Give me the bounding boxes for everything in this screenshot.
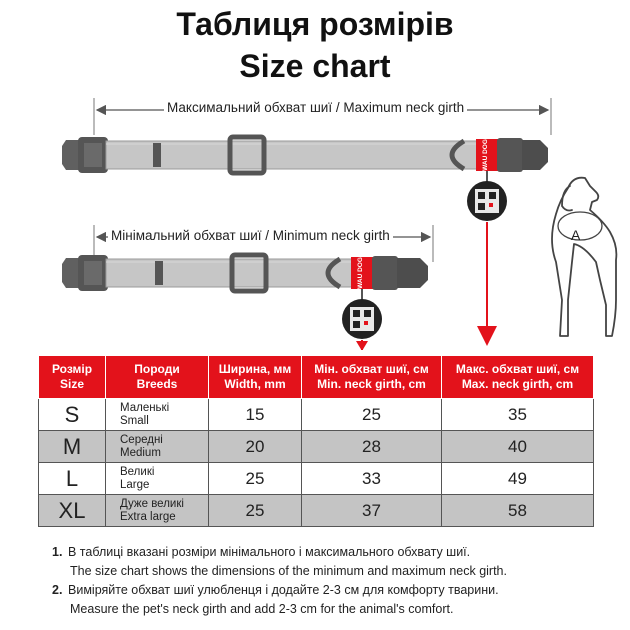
cell-width: 25 [208, 494, 302, 527]
collar-small [62, 252, 428, 339]
breed-en: Extra large [120, 510, 176, 523]
note-number: 1. [52, 545, 63, 559]
breed-ua: Маленькі [120, 401, 170, 414]
note-text-ua: В таблиці вказані розміри мінімального і… [68, 545, 471, 559]
note-text-en: Measure the pet's neck girth and add 2-3… [70, 602, 454, 616]
breed-ua: Дуже великі [120, 497, 184, 510]
note-item: 2. Виміряйте обхват шиї улюбленця і додай… [52, 581, 507, 600]
cell-max-girth: 49 [441, 462, 594, 495]
header-width: Ширина, мм Width, mm [208, 355, 302, 399]
cell-min-girth: 33 [301, 462, 442, 495]
tag-brand-small: WAU DOG [357, 257, 364, 289]
note-item: 1. В таблиці вказані розміри мінімального… [52, 543, 507, 562]
collar-large [62, 134, 548, 221]
title-english: Size chart [239, 48, 391, 84]
notes-list: 1. В таблиці вказані розміри мінімального… [52, 543, 507, 619]
cell-min-girth: 25 [301, 398, 442, 431]
header-breeds: Породи Breeds [105, 355, 209, 399]
tag-brand-large: WAU DOG [482, 139, 489, 171]
dog-silhouette [551, 176, 618, 337]
cell-width: 20 [208, 430, 302, 463]
cell-min-girth: 37 [301, 494, 442, 527]
cell-max-girth: 58 [441, 494, 594, 527]
cell-min-girth: 28 [301, 430, 442, 463]
cell-max-girth: 35 [441, 398, 594, 431]
cell-size: S [38, 398, 106, 431]
header-min-girth: Мін. обхват шиї, см Min. neck girth, cm [301, 355, 442, 399]
min-girth-label: Мінімальний обхват шиї / Minimum neck gi… [108, 228, 393, 243]
cell-width: 25 [208, 462, 302, 495]
size-table: Розмір Size Породи Breeds Ширина, мм Wid… [38, 355, 594, 527]
table-header-row: Розмір Size Породи Breeds Ширина, мм Wid… [38, 355, 594, 399]
cell-size: XL [38, 494, 106, 527]
cell-width: 15 [208, 398, 302, 431]
dog-label-a: A [571, 227, 581, 243]
breed-ua: Великі [120, 465, 155, 478]
title-ukrainian: Таблиця розмірів [176, 6, 454, 42]
header-size: Розмір Size [38, 355, 106, 399]
header-max-girth: Макс. обхват шиї, см Max. neck girth, cm [441, 355, 594, 399]
breed-en: Small [120, 414, 149, 427]
collar-illustration: WAU DOG WAU DOG A [62, 98, 618, 350]
note-text-ua: Виміряйте обхват шиї улюбленця і додайте… [68, 583, 499, 597]
max-girth-label: Максимальний обхват шиї / Maximum neck g… [164, 100, 468, 115]
cell-size: L [38, 462, 106, 495]
cell-size: M [38, 430, 106, 463]
breed-en: Medium [120, 446, 161, 459]
cell-max-girth: 40 [441, 430, 594, 463]
breed-en: Large [120, 478, 150, 491]
note-text-en: The size chart shows the dimensions of t… [70, 564, 507, 578]
breed-ua: Середні [120, 433, 163, 446]
note-number: 2. [52, 583, 63, 597]
